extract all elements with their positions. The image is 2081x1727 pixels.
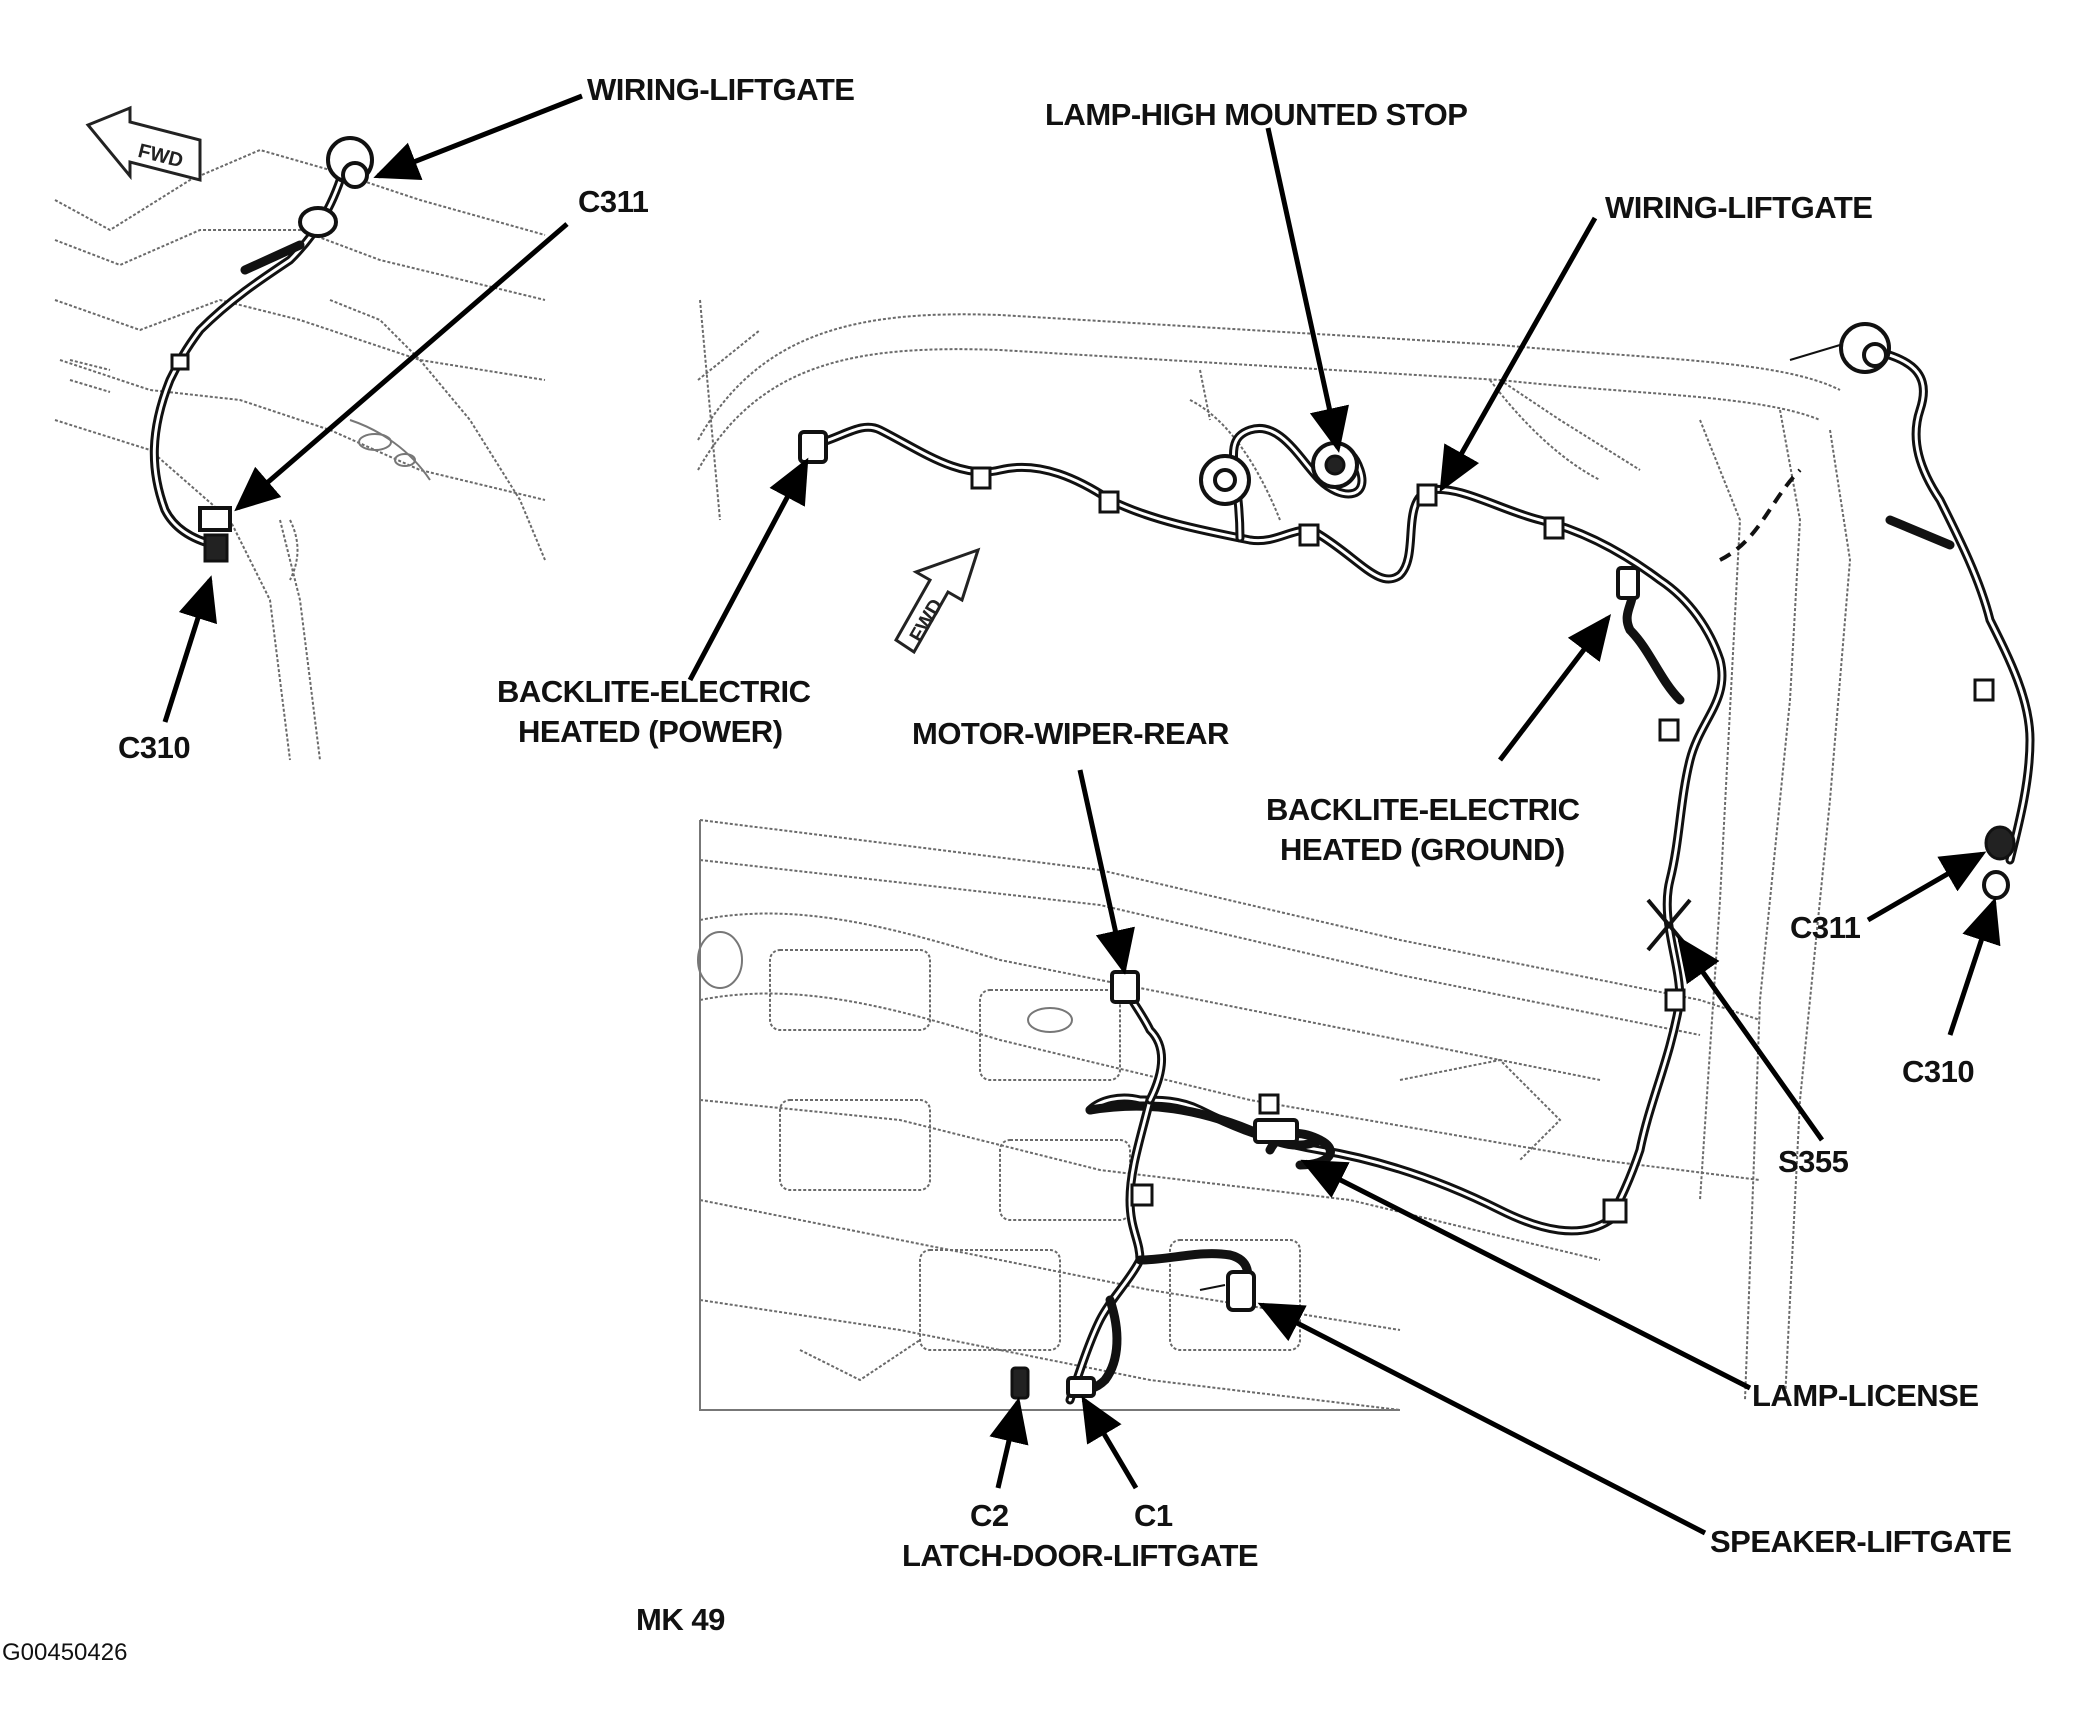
main-fwd-arrow: FWD: [894, 547, 981, 655]
label-lamp-high-mounted-stop: LAMP-HIGH MOUNTED STOP: [1045, 97, 1467, 132]
main-harness-lower: [1010, 970, 1628, 1405]
speaker-connector: [1226, 1270, 1256, 1312]
leader-backlite-power: [687, 457, 809, 682]
liftgate-lower-outline: [697, 819, 1761, 1411]
label-backlite-power-line1: BACKLITE-ELECTRIC: [497, 674, 811, 709]
wiper-motor-connector: [1110, 970, 1140, 1004]
inset-body-outline: [54, 148, 546, 761]
inset-leader-c311: [234, 222, 569, 512]
label-c2: C2: [970, 1498, 1009, 1533]
c1-connector: [1066, 1376, 1096, 1398]
label-wiring-liftgate: WIRING-LIFTGATE: [1605, 190, 1872, 225]
inset-label-c310: C310: [118, 730, 190, 765]
label-backlite-ground-line1: BACKLITE-ELECTRIC: [1266, 792, 1580, 827]
leader-speaker-liftgate: [1257, 1302, 1707, 1536]
lower-clip-1: [1130, 1183, 1154, 1207]
inset-label-c311: C311: [578, 184, 649, 219]
inset-view: FWD WIRING-LIFTGATE C311 C310: [54, 72, 855, 765]
clip-4: [1416, 483, 1438, 507]
label-c310: C310: [1902, 1054, 1974, 1089]
label-speaker-liftgate: SPEAKER-LIFTGATE: [1710, 1524, 2011, 1559]
clip-5: [1543, 516, 1565, 540]
inset-clip: [170, 353, 190, 371]
leader-lamp-license: [1300, 1159, 1752, 1391]
clip-3: [1298, 523, 1320, 547]
leader-backlite-ground: [1498, 614, 1612, 762]
label-c1: C1: [1134, 1498, 1173, 1533]
leader-c310: [1947, 897, 2001, 1036]
c310-connector: [1982, 870, 2010, 900]
backlite-power-connector: [798, 430, 828, 464]
main-view: FWD: [497, 97, 2035, 1573]
inset-leader-c310: [162, 575, 217, 723]
inset-label-wiring-liftgate: WIRING-LIFTGATE: [587, 72, 854, 107]
main-harness-right: [1789, 322, 2035, 900]
leader-motor-wiper-rear: [1077, 769, 1135, 975]
leader-c1: [1081, 1395, 1139, 1490]
lower-clip-3: [1602, 1198, 1628, 1224]
c2-connector: [1010, 1366, 1030, 1400]
label-c311: C311: [1790, 910, 1861, 945]
right-clip: [1973, 678, 1995, 702]
leader-c311: [1866, 851, 1987, 923]
leader-lamp-high-mounted-stop: [1265, 127, 1349, 453]
label-latch-door-liftgate: LATCH-DOOR-LIFTGATE: [902, 1538, 1258, 1573]
inset-c311-connector: [198, 506, 232, 532]
clip-1: [970, 466, 992, 490]
label-backlite-ground-line2: HEATED (GROUND): [1280, 832, 1565, 867]
leader-wiring-liftgate: [1439, 216, 1598, 493]
main-harness-upper: [798, 422, 1802, 1225]
clip-7: [1664, 988, 1686, 1012]
inset-c310-connector: [203, 533, 229, 563]
clip-2: [1098, 490, 1120, 514]
label-motor-wiper-rear: MOTOR-WIPER-REAR: [912, 716, 1229, 751]
label-lamp-license: LAMP-LICENSE: [1752, 1378, 1979, 1413]
leader-c2: [989, 1397, 1029, 1489]
leader-s355: [1677, 935, 1825, 1142]
image-id: G00450426: [2, 1639, 127, 1666]
clip-6: [1658, 718, 1680, 742]
c311-connector: [1984, 825, 2016, 861]
label-backlite-power-line2: HEATED (POWER): [518, 714, 783, 749]
inset-harness: [149, 136, 374, 563]
inset-leader-wiring: [373, 93, 583, 181]
lower-clip-2: [1258, 1093, 1280, 1115]
label-s355: S355: [1778, 1144, 1849, 1179]
inset-fwd-arrow: FWD: [85, 105, 202, 182]
lamp-license-connector: [1253, 1118, 1299, 1144]
figure-code: MK 49: [636, 1602, 725, 1637]
backlite-ground-connector: [1616, 566, 1640, 600]
liftgate-upper-outline: [697, 299, 1852, 1401]
